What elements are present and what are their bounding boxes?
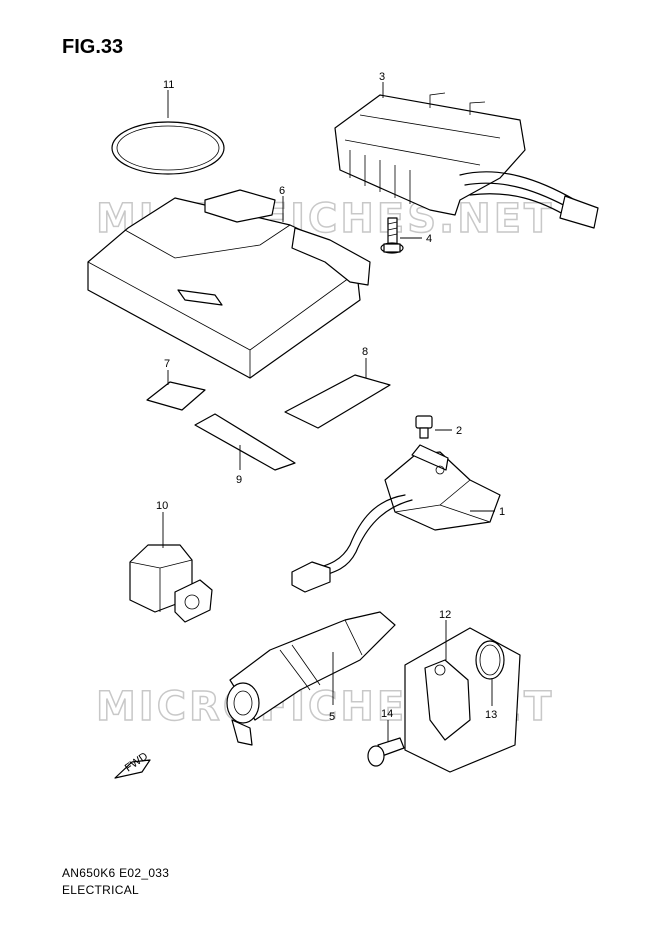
callout-12: 12	[439, 609, 451, 621]
callout-13: 13	[485, 709, 497, 721]
part-10-coupler[interactable]	[129, 544, 213, 623]
fwd-arrow-icon: FWD	[114, 750, 151, 779]
section-name: ELECTRICAL	[62, 883, 140, 897]
callout-3: 3	[379, 71, 385, 83]
part-2-bolt[interactable]	[415, 415, 433, 439]
part-9-pad[interactable]	[194, 413, 296, 471]
callout-1: 1	[499, 506, 505, 518]
callout-4: 4	[426, 233, 432, 245]
part-8-pad[interactable]	[284, 374, 391, 429]
callout-11: 11	[163, 79, 174, 91]
callout-7: 7	[164, 358, 170, 370]
callout-8: 8	[362, 346, 368, 358]
part-11-o-ring[interactable]	[111, 121, 225, 175]
callout-2: 2	[456, 425, 462, 437]
callout-5: 5	[329, 711, 335, 723]
figure-code: AN650K6 E02_033	[62, 866, 170, 880]
part-14-bolt[interactable]	[367, 737, 405, 767]
callout-14: 14	[381, 708, 393, 720]
figure-title: FIG.33	[62, 36, 124, 58]
part-4-bolt[interactable]	[380, 217, 404, 254]
callout-6: 6	[279, 185, 285, 197]
part-3-regulator[interactable]	[334, 92, 599, 229]
part-13-o-ring[interactable]	[475, 640, 505, 680]
part-5-sensor[interactable]	[226, 611, 396, 746]
callout-10: 10	[156, 500, 168, 512]
part-7-pad[interactable]	[146, 381, 206, 411]
part-12-sensor-frame[interactable]	[404, 627, 521, 773]
part-1-relay[interactable]	[291, 444, 501, 593]
part-6-ecm[interactable]	[87, 189, 371, 379]
callout-9: 9	[236, 474, 242, 486]
callouts: 11 3 6 4 7 8 2 9 1 10 12 13 5 14	[156, 71, 505, 723]
leader-lines	[162, 82, 495, 742]
